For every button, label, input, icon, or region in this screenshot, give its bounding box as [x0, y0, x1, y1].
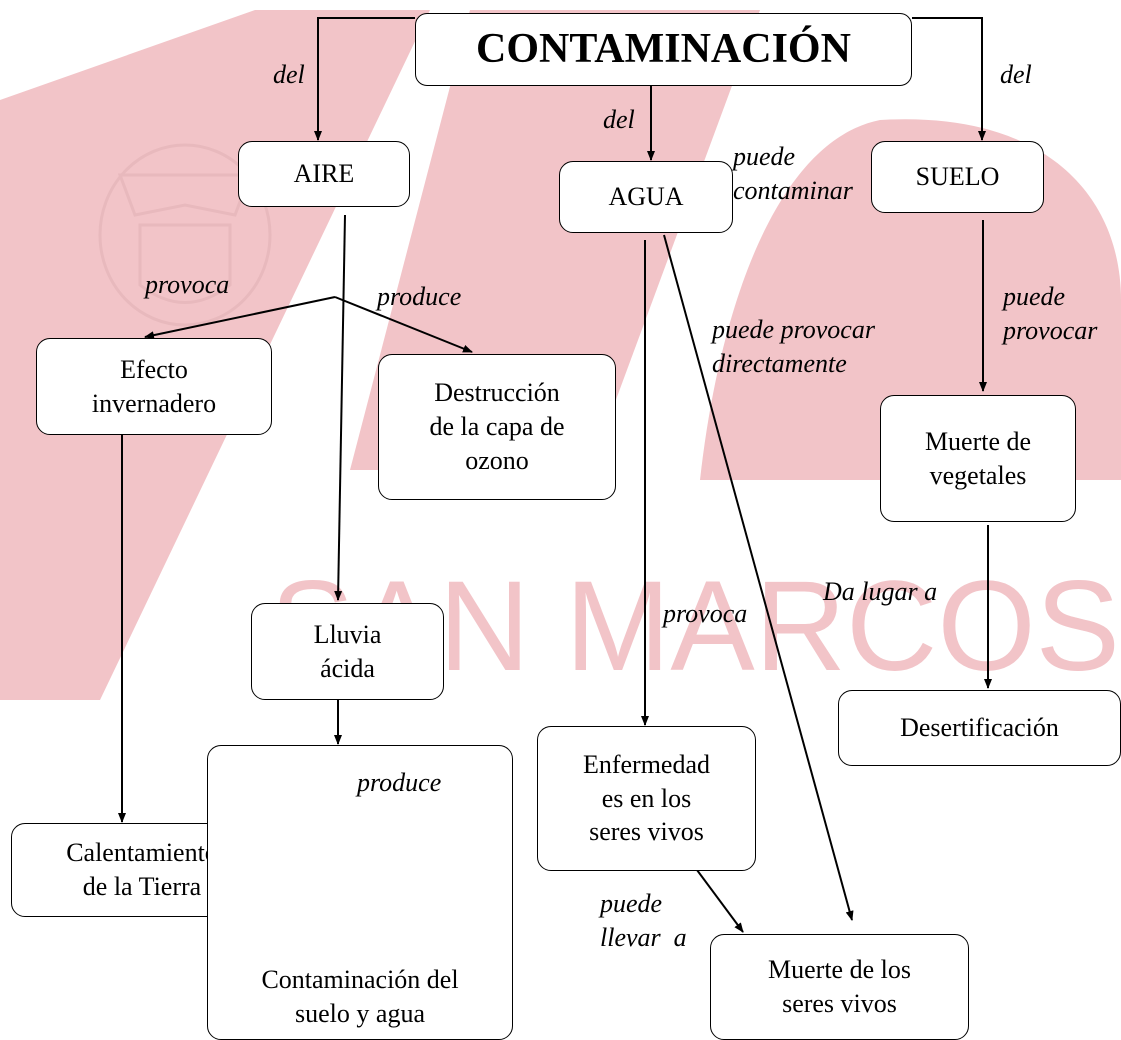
node-aire: AIRE [238, 141, 410, 207]
node-muerte-seres-vivos: Muerte de los seres vivos [710, 934, 969, 1040]
node-suelo: SUELO [871, 141, 1044, 213]
label-produce-aire: produce [377, 282, 462, 311]
connector-agua-muerte [663, 234, 854, 921]
node-muerte-vegetales: Muerte de vegetales [880, 395, 1076, 522]
label-puede-provocar-directamente: puede provocar directamente [712, 315, 875, 378]
connector-aire-ozono [334, 296, 473, 353]
connector-title-aire [314, 17, 415, 141]
label-puede-provocar-suelo: puede provocar [1003, 282, 1098, 345]
label-provoca-aire: provoca [145, 270, 230, 299]
node-enfermedades: Enfermedad es en los seres vivos [537, 726, 756, 871]
node-desertificacion: Desertificación [838, 690, 1121, 766]
label-del-agua: del [603, 105, 635, 134]
node-lluvia-acida: Lluvia ácida [251, 603, 444, 700]
label-del-suelo: del [1000, 60, 1032, 89]
label-provoca-agua: provoca [663, 599, 748, 628]
title-box: CONTAMINACIÓN [415, 13, 912, 86]
connector-aire-lluvia [334, 214, 346, 601]
node-agua: AGUA [559, 161, 733, 233]
label-del-aire: del [273, 60, 305, 89]
watermark-crest [98, 143, 272, 327]
connector-enfermedades-muerte [696, 869, 744, 933]
label-puede-contaminar: puede contaminar [733, 142, 853, 205]
connector-title-suelo [912, 17, 986, 141]
node-efecto-invernadero: Efecto invernadero [36, 338, 272, 435]
node-destruccion-ozono: Destrucción de la capa de ozono [378, 354, 616, 500]
label-puede-llevar-a: puede llevar a [600, 889, 687, 952]
label-da-lugar-a: Da lugar a [823, 577, 938, 606]
node-contaminacion-suelo-agua: Contaminación del suelo y agua [207, 745, 513, 1040]
label-produce-lluvia: produce [357, 768, 442, 797]
connector-aire-efecto [144, 296, 336, 340]
